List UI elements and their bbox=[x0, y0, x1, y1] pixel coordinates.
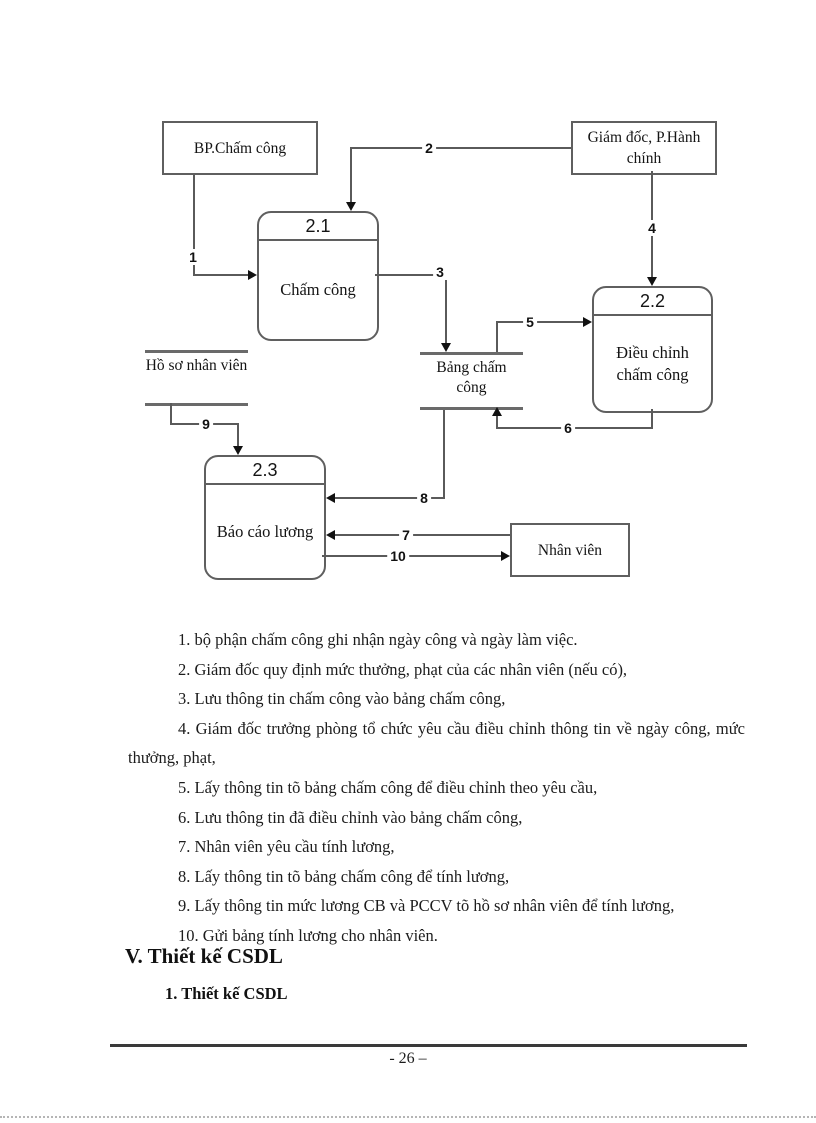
process-2-1: 2.1 Chấm công bbox=[257, 211, 379, 341]
flow-2-arrowhead-icon bbox=[346, 202, 356, 211]
flow-3-segment bbox=[445, 274, 447, 345]
entity-label: BP.Chấm công bbox=[193, 139, 287, 157]
section-heading: V. Thiết kế CSDL bbox=[125, 944, 283, 968]
process-2-2: 2.2 Điều chỉnh chấm công bbox=[592, 286, 713, 413]
store-top-line bbox=[420, 352, 523, 355]
note-item-9: 9. Lấy thông tin mức lương CB và PCCV tõ… bbox=[178, 896, 675, 916]
process-label: Điều chỉnh chấm công bbox=[616, 342, 689, 384]
flow-6-segment bbox=[496, 414, 498, 429]
flow-5-arrowhead-icon bbox=[583, 317, 592, 327]
flow-5-label: 5 bbox=[523, 314, 537, 330]
flow-3-label: 3 bbox=[433, 264, 447, 280]
flow-2-segment bbox=[351, 147, 571, 149]
flow-2-segment bbox=[350, 147, 352, 204]
flow-1-segment bbox=[193, 175, 195, 275]
flow-7-arrowhead-icon bbox=[326, 530, 335, 540]
note-item-8: 8. Lấy thông tin tõ bảng chấm công để tí… bbox=[178, 866, 510, 886]
flow-6-arrowhead-icon bbox=[492, 407, 502, 416]
flow-5-segment bbox=[496, 321, 498, 352]
flow-7-segment bbox=[334, 534, 510, 536]
flow-9-label: 9 bbox=[199, 416, 213, 432]
flow-3-arrowhead-icon bbox=[441, 343, 451, 352]
note-item-5: 5. Lấy thông tin tõ bảng chấm công để đi… bbox=[178, 777, 598, 797]
flow-8-label: 8 bbox=[417, 490, 431, 506]
store-label: Bảng chấm công bbox=[436, 359, 507, 396]
footer-rule bbox=[110, 1044, 747, 1047]
flow-10-arrowhead-icon bbox=[501, 551, 510, 561]
note-item-6: 6. Lưu thông tin đã điều chỉnh vào bảng … bbox=[178, 807, 523, 827]
page-bottom-dotted-line bbox=[0, 1116, 816, 1118]
flow-10-segment bbox=[322, 555, 503, 557]
store-bottom-line bbox=[145, 403, 248, 406]
flow-9-arrowhead-icon bbox=[233, 446, 243, 455]
flow-9-segment bbox=[237, 423, 239, 448]
process-id: 2.2 bbox=[594, 288, 711, 316]
entity-label: Nhân viên bbox=[537, 541, 603, 559]
section-subheading: 1. Thiết kế CSDL bbox=[165, 984, 288, 1003]
flow-1-arrowhead-icon bbox=[248, 270, 257, 280]
flow-5-segment bbox=[496, 321, 585, 323]
flow-4-label: 4 bbox=[645, 220, 659, 236]
page-number: - 26 – bbox=[389, 1050, 427, 1067]
note-item-7: 7. Nhân viên yêu cầu tính lương, bbox=[178, 837, 395, 857]
process-label: Chấm công bbox=[280, 280, 356, 299]
note-item-2: 2. Giám đốc quy định mức thưởng, phạt củ… bbox=[178, 659, 628, 679]
entity-bp-cham-cong: BP.Chấm công bbox=[162, 121, 318, 175]
flow-3-segment bbox=[375, 274, 447, 276]
flow-8-arrowhead-icon bbox=[326, 493, 335, 503]
store-bottom-line bbox=[420, 407, 523, 410]
flow-4-arrowhead-icon bbox=[647, 277, 657, 286]
process-label: Báo cáo lương bbox=[216, 521, 314, 541]
note-item-10: 10. Gửi bảng tính lương cho nhân viên. bbox=[178, 925, 438, 945]
process-id: 2.1 bbox=[259, 213, 377, 241]
note-item-1: 1. bộ phận chấm công ghi nhận ngày công … bbox=[178, 630, 578, 649]
flow-1-label: 1 bbox=[186, 249, 200, 265]
flow-6-segment bbox=[651, 409, 653, 429]
entity-label: Giám đốc, P.Hành chính bbox=[587, 129, 701, 167]
store-bang-cham-cong: Bảng chấm công bbox=[420, 352, 523, 410]
flow-10-label: 10 bbox=[387, 548, 409, 564]
store-ho-so-nhan-vien: Hồ sơ nhân viên bbox=[145, 350, 248, 406]
flow-9-segment bbox=[170, 403, 172, 425]
flow-8-segment bbox=[334, 497, 445, 499]
flow-7-label: 7 bbox=[399, 527, 413, 543]
notes-list: 1. bộ phận chấm công ghi nhận ngày công … bbox=[128, 625, 745, 951]
note-item-3: 3. Lưu thông tin chấm công vào bảng chấm… bbox=[178, 689, 506, 709]
flow-2-label: 2 bbox=[422, 140, 436, 156]
store-label: Hồ sơ nhân viên bbox=[145, 357, 248, 374]
note-item-4: 4. Giám đốc trưởng phòng tổ chức yêu cầu… bbox=[128, 718, 745, 768]
flow-6-label: 6 bbox=[561, 420, 575, 436]
store-top-line bbox=[145, 350, 248, 353]
entity-giam-doc-p-hanh-chinh: Giám đốc, P.Hành chính bbox=[571, 121, 717, 175]
flow-8-segment bbox=[443, 410, 445, 499]
flow-1-segment bbox=[193, 274, 250, 276]
process-2-3: 2.3 Báo cáo lương bbox=[204, 455, 326, 580]
process-id: 2.3 bbox=[206, 457, 324, 485]
entity-nhan-vien: Nhân viên bbox=[510, 523, 630, 577]
